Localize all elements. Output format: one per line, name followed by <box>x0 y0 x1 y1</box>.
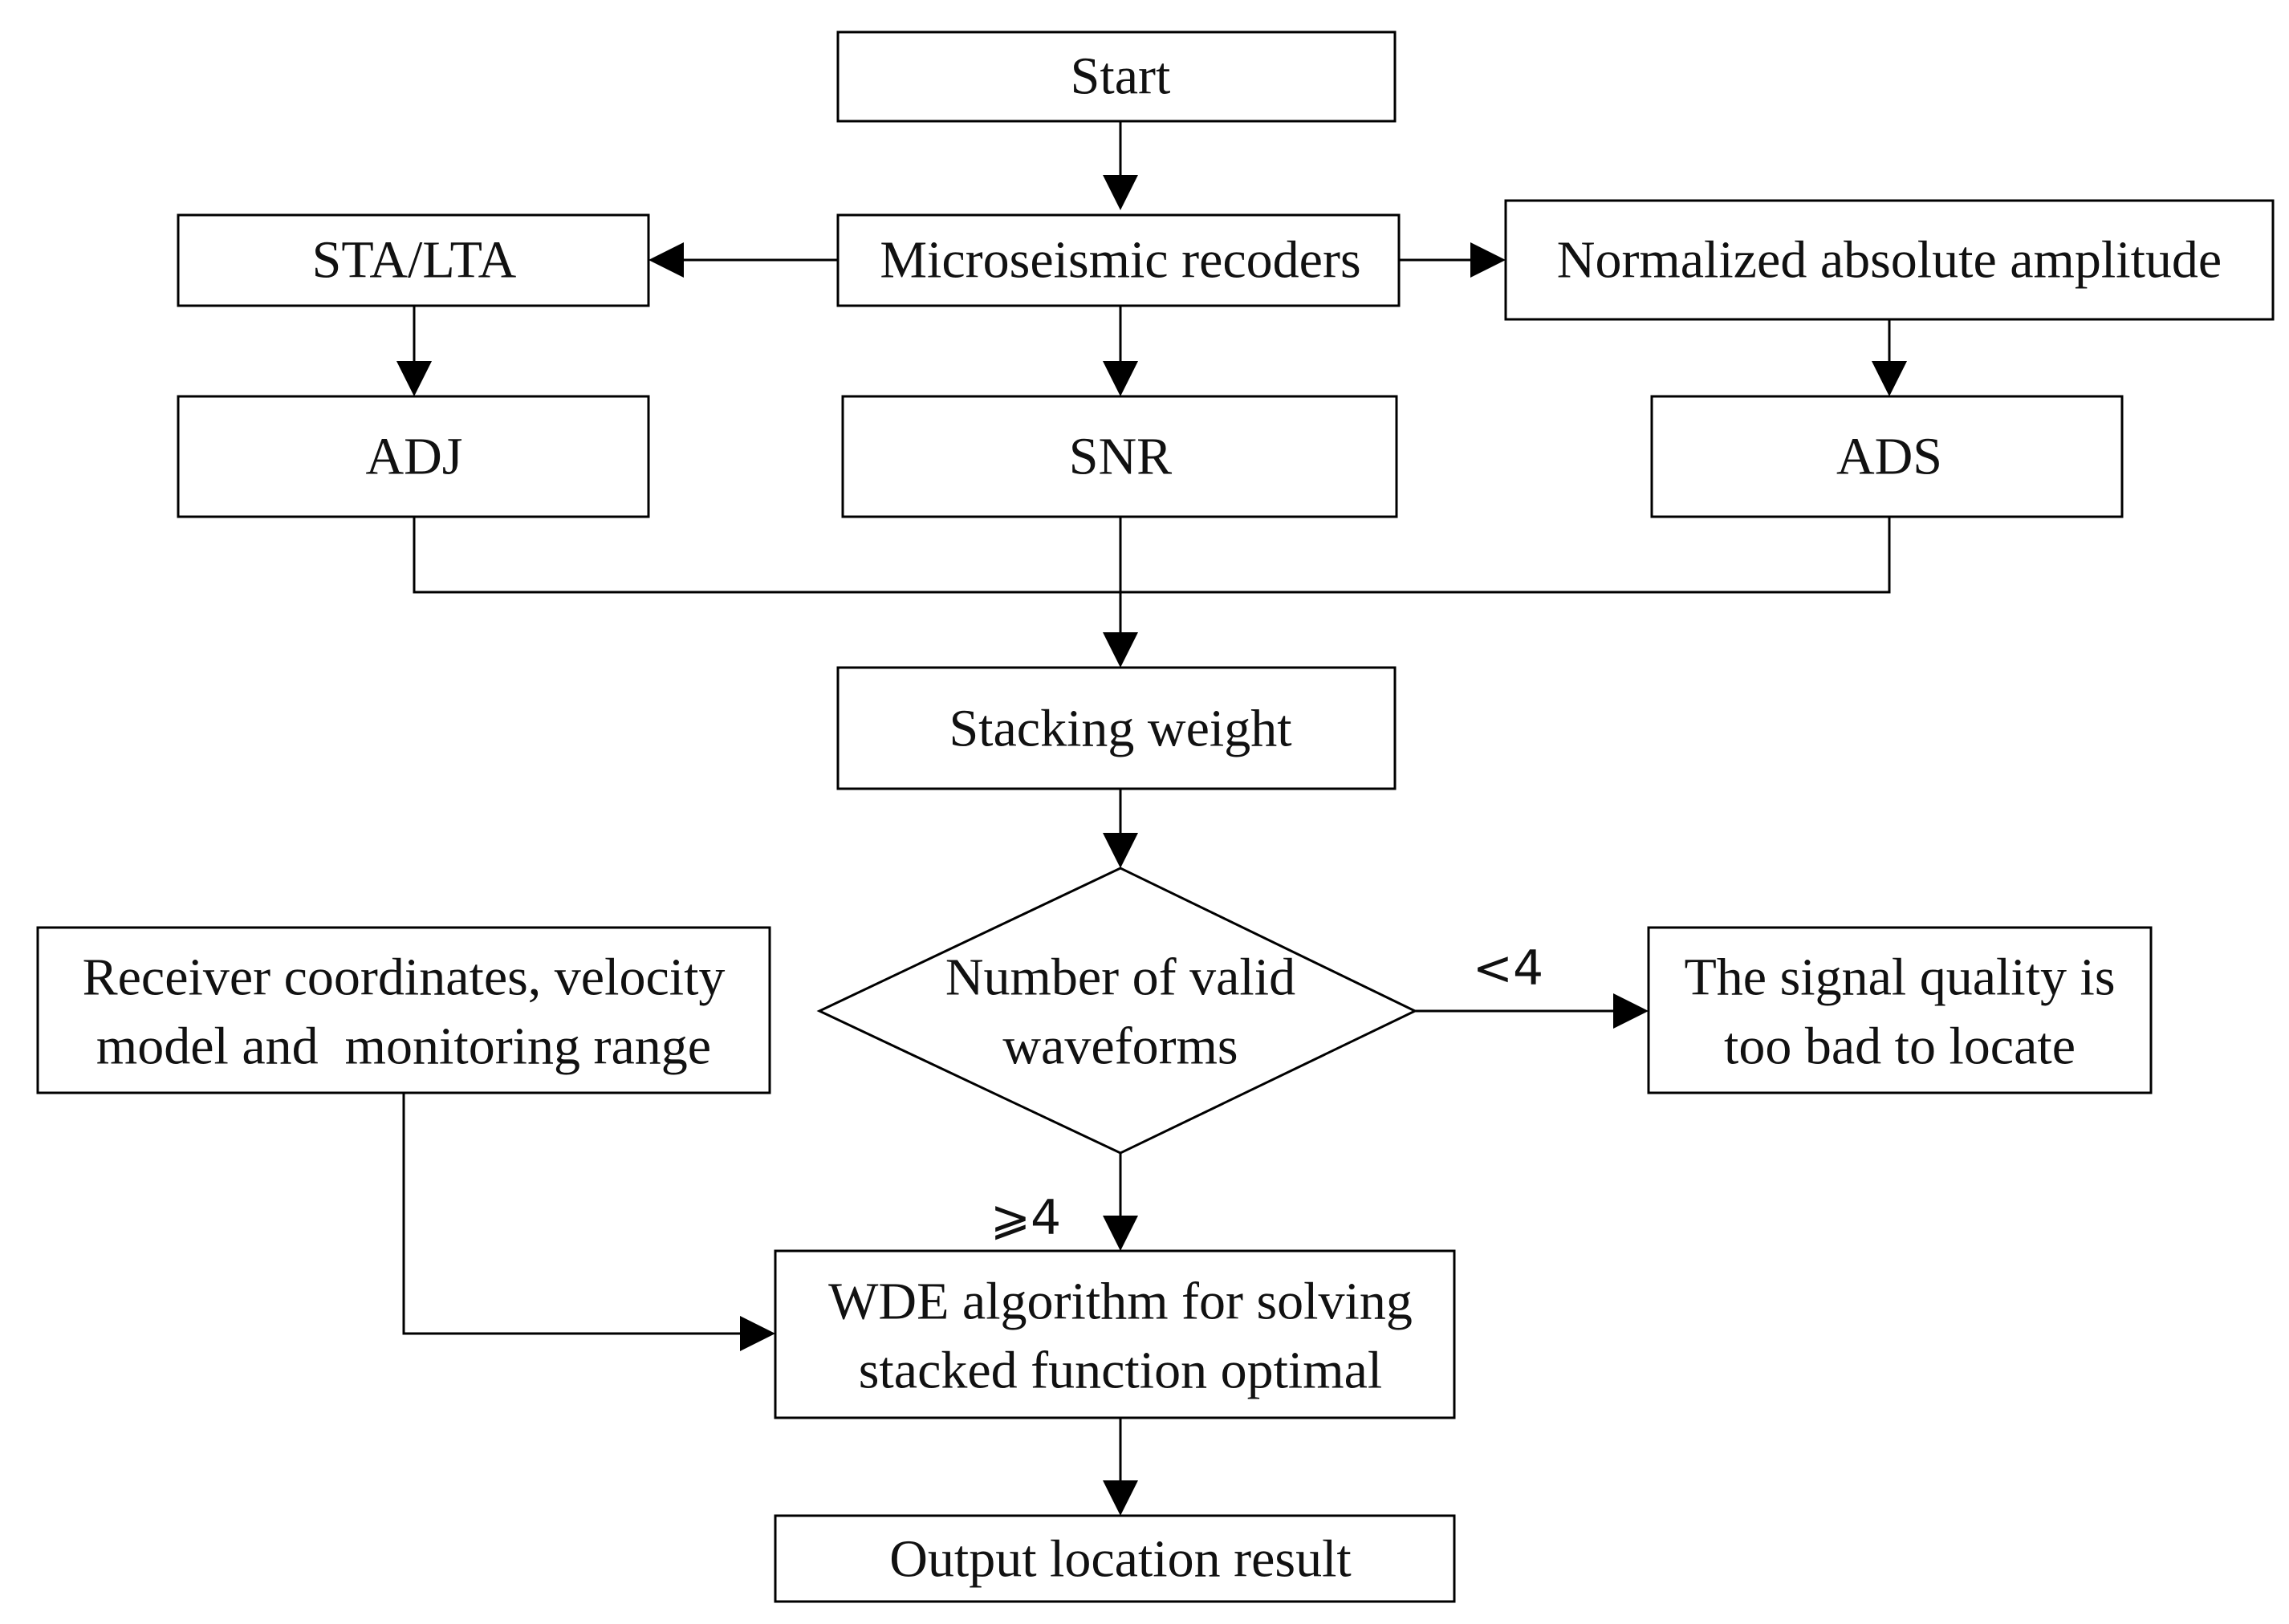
receiver-label-line-2: model and monitoring range <box>96 1017 711 1076</box>
edge-recorders-to-snr <box>1103 306 1138 396</box>
edge-decision-to-bad-quality <box>1415 993 1649 1029</box>
wde-label-line-1: WDE algorithm for solving <box>828 1273 1413 1331</box>
receiver-label-line-1: Receiver coordinates, velocity <box>83 948 726 1007</box>
adj-label: ADJ <box>365 428 462 486</box>
snr-label: SNR <box>1069 428 1172 486</box>
stacking-weight-node: Stacking weight <box>836 666 1397 790</box>
sta-lta-node: STA/LTA <box>177 213 650 307</box>
sta-lta-label: STA/LTA <box>312 231 517 290</box>
ads-node: ADS <box>1650 395 2124 518</box>
edge-recorders-to-sta-lta <box>648 242 838 278</box>
microseismic-recorders-node: Microseismic recoders <box>836 213 1401 307</box>
ads-label: ADS <box>1836 428 1942 486</box>
normalized-amplitude-node: Normalized absolute amplitude <box>1504 199 2275 321</box>
receiver-coordinates-node: Receiver coordinates, velocity model and… <box>36 926 771 1094</box>
signal-quality-label-line-2: too bad to locate <box>1724 1017 2076 1076</box>
normalized-amplitude-label: Normalized absolute amplitude <box>1557 231 2222 290</box>
edge-decision-to-wde <box>1103 1153 1138 1251</box>
signal-quality-node: The signal quality is too bad to locate <box>1647 926 2153 1094</box>
edge-wde-to-output <box>1103 1418 1138 1516</box>
edge-receiver-to-wde <box>402 1093 775 1351</box>
wde-algorithm-node: WDE algorithm for solving stacked functi… <box>774 1249 1456 1419</box>
edge-normalized-to-ads <box>1872 319 1907 396</box>
decision-label-line-1: Number of valid <box>945 948 1295 1007</box>
microseismic-recorders-label: Microseismic recoders <box>880 231 1360 290</box>
output-location-label: Output location result <box>889 1530 1352 1589</box>
valid-waveforms-decision: Number of valid waveforms <box>816 867 1418 1155</box>
wde-label-line-2: stacked function optimal <box>859 1342 1383 1400</box>
condition-less-than-4: <4 <box>1473 940 1543 997</box>
edge-merge-to-stacking <box>413 517 1891 668</box>
decision-label-line-2: waveforms <box>1002 1017 1238 1076</box>
edge-recorders-to-normalized <box>1399 242 1506 278</box>
signal-quality-label-line-1: The signal quality is <box>1684 948 2115 1007</box>
adj-node: ADJ <box>177 395 650 518</box>
snr-node: SNR <box>841 395 1398 518</box>
edge-sta-lta-to-adj <box>396 306 432 396</box>
output-location-node: Output location result <box>774 1514 1456 1603</box>
edge-start-to-recorders <box>1103 121 1138 210</box>
edge-stacking-to-decision <box>1103 789 1138 868</box>
stacking-weight-label: Stacking weight <box>949 700 1291 758</box>
start-node: Start <box>836 30 1397 123</box>
condition-greater-equal-4: ⩾4 <box>990 1190 1061 1246</box>
start-label: Start <box>1071 47 1171 106</box>
